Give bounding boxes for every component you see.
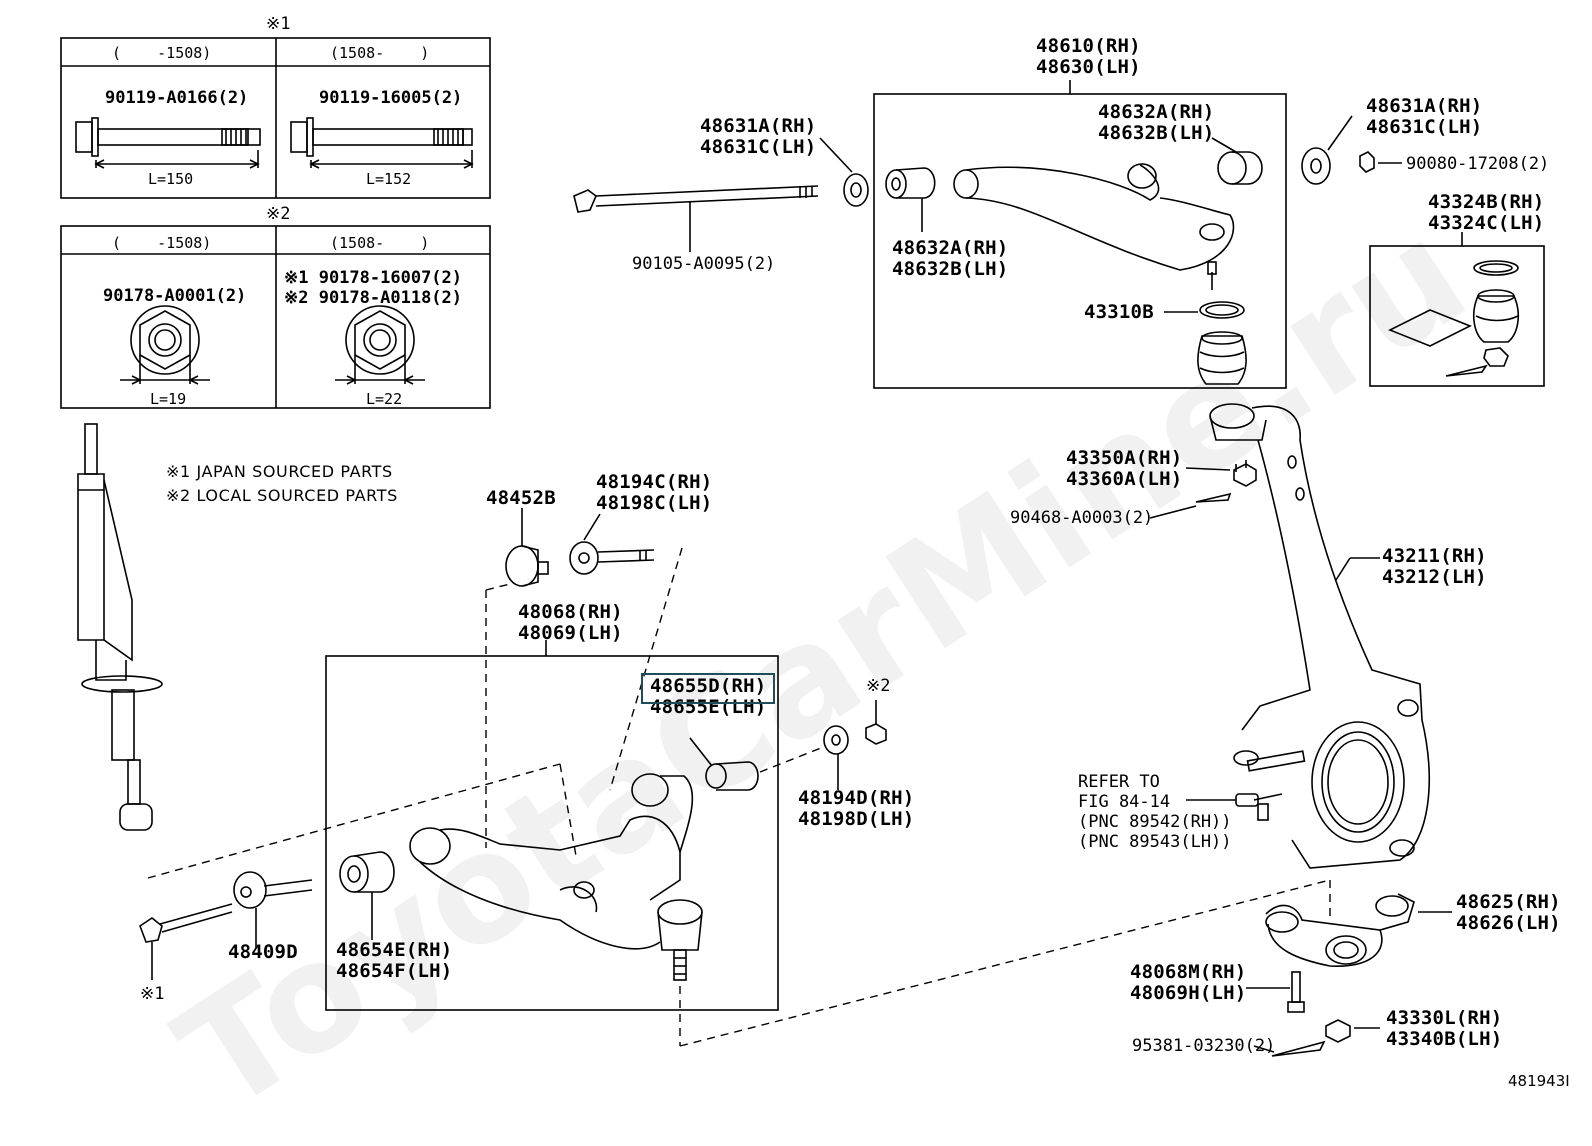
bushing-icon (339, 851, 395, 893)
label-90080: 90080-17208(2) (1406, 154, 1550, 174)
table2-col2-dim: L=22 (366, 390, 403, 408)
label-43211: 43211(RH)43212(LH) (1382, 545, 1487, 588)
lower-control-arm-icon (409, 773, 694, 950)
label-48194c: 48194C(RH)48198C(LH) (596, 471, 713, 514)
bolt-icon (1287, 971, 1305, 1013)
label-48452: 48452B (486, 487, 556, 509)
label-43310: 43310B (1084, 301, 1154, 323)
parts-diagram (60, 37, 1545, 1057)
assembly-lines (147, 547, 1331, 1047)
nut-variant-table (60, 225, 491, 409)
lower-arm-group (325, 655, 779, 1011)
nut-icon (865, 723, 887, 745)
label-43324: 43324B(RH)43324C(LH) (1428, 191, 1545, 234)
boot-kit-group (1369, 245, 1545, 387)
washer-icon (1301, 147, 1331, 185)
bushing-icon (705, 761, 759, 791)
table2-col1-header: ( -1508) (112, 234, 212, 252)
steering-knuckle-icon (1209, 403, 1430, 869)
table1-col2-dim: L=152 (366, 170, 412, 188)
note-local-sourced: ※2 LOCAL SOURCED PARTS (166, 486, 398, 505)
label-48631-right: 48631A(RH)48631C(LH) (1366, 95, 1483, 138)
cotter-pin-icon (1271, 1040, 1326, 1057)
camber-cam-icon (233, 871, 313, 909)
label-43330: 43330L(RH)43340B(LH) (1386, 1007, 1503, 1050)
label-48068: 48068(RH)48069(LH) (518, 601, 623, 644)
washer-icon (843, 173, 869, 207)
flange-nut-icon (335, 305, 425, 385)
label-48068m: 48068M(RH)48069H(LH) (1130, 961, 1247, 1004)
table2-col2-header: (1508- ) (330, 234, 430, 252)
label-48625: 48625(RH)48626(LH) (1456, 891, 1561, 934)
bolt-icon (139, 903, 233, 943)
table2-marker: ※2 (266, 204, 291, 224)
label-48631-left: 48631A(RH)48631C(LH) (700, 115, 817, 158)
label-48194d: 48194D(RH)48198D(LH) (798, 787, 915, 830)
highlight-48655d (641, 673, 775, 704)
label-90105: 90105-A0095(2) (632, 254, 776, 274)
table1-marker: ※1 (266, 14, 291, 34)
table2-col2-part-a: ※1 90178-16007(2) (284, 268, 463, 288)
bolt-variant-table (60, 37, 491, 199)
table1-col1-dim: L=150 (148, 170, 194, 188)
label-48632-top: 48632A(RH)48632B(LH) (1098, 101, 1215, 144)
knuckle-arm-icon (1265, 893, 1415, 967)
ball-joint-boot-icon (1197, 301, 1247, 385)
label-48632-bottom: 48632A(RH)48632B(LH) (892, 237, 1009, 280)
cotter-pin-icon (1195, 492, 1232, 503)
table2-col1-part: 90178-A0001(2) (103, 286, 247, 306)
camber-cam-icon (505, 545, 549, 587)
label-95381: 95381-03230(2) (1132, 1036, 1276, 1056)
label-48610: 48610(RH)48630(LH) (1036, 35, 1141, 78)
castle-nut-icon (1233, 460, 1257, 487)
table1-col2-part: 90119-16005(2) (319, 88, 463, 108)
label-48409: 48409D (228, 941, 298, 963)
label-43350: 43350A(RH)43360A(LH) (1066, 447, 1183, 490)
table2-col2-part-b: ※2 90178-A0118(2) (284, 288, 463, 308)
footer-code: 481943I (1508, 1072, 1570, 1090)
camber-cam-icon (823, 725, 849, 755)
table2-col1-dim: L=19 (150, 390, 187, 408)
flange-nut-icon (120, 305, 210, 385)
long-bolt-icon (573, 185, 819, 252)
table1-col2-header: (1508- ) (330, 44, 430, 62)
boot-kit-icon (1388, 260, 1520, 377)
bolt-icon (75, 117, 261, 169)
label-90468: 90468-A0003(2) (1010, 508, 1154, 528)
castle-nut-icon (1325, 1019, 1351, 1043)
label-48654: 48654E(RH)48654F(LH) (336, 939, 453, 982)
label-marker-2: ※2 (866, 676, 891, 696)
label-48655: 48655D(RH)48655E(LH) (650, 675, 767, 718)
table1-col1-part: 90119-A0166(2) (105, 88, 249, 108)
sensor-icon (1235, 793, 1283, 821)
bushing-icon (885, 167, 936, 199)
shock-absorber-icon (77, 423, 163, 831)
upper-control-arm-icon (953, 163, 1235, 290)
ball-joint-icon (657, 899, 703, 981)
label-marker-1: ※1 (140, 984, 165, 1004)
note-japan-sourced: ※1 JAPAN SOURCED PARTS (166, 462, 393, 481)
nut-icon (1359, 151, 1375, 173)
bolt-icon (290, 117, 474, 169)
cam-bolt-icon (569, 541, 655, 575)
upper-arm-group (873, 93, 1287, 389)
table1-col1-header: ( -1508) (112, 44, 212, 62)
bushing-icon (1217, 151, 1263, 185)
